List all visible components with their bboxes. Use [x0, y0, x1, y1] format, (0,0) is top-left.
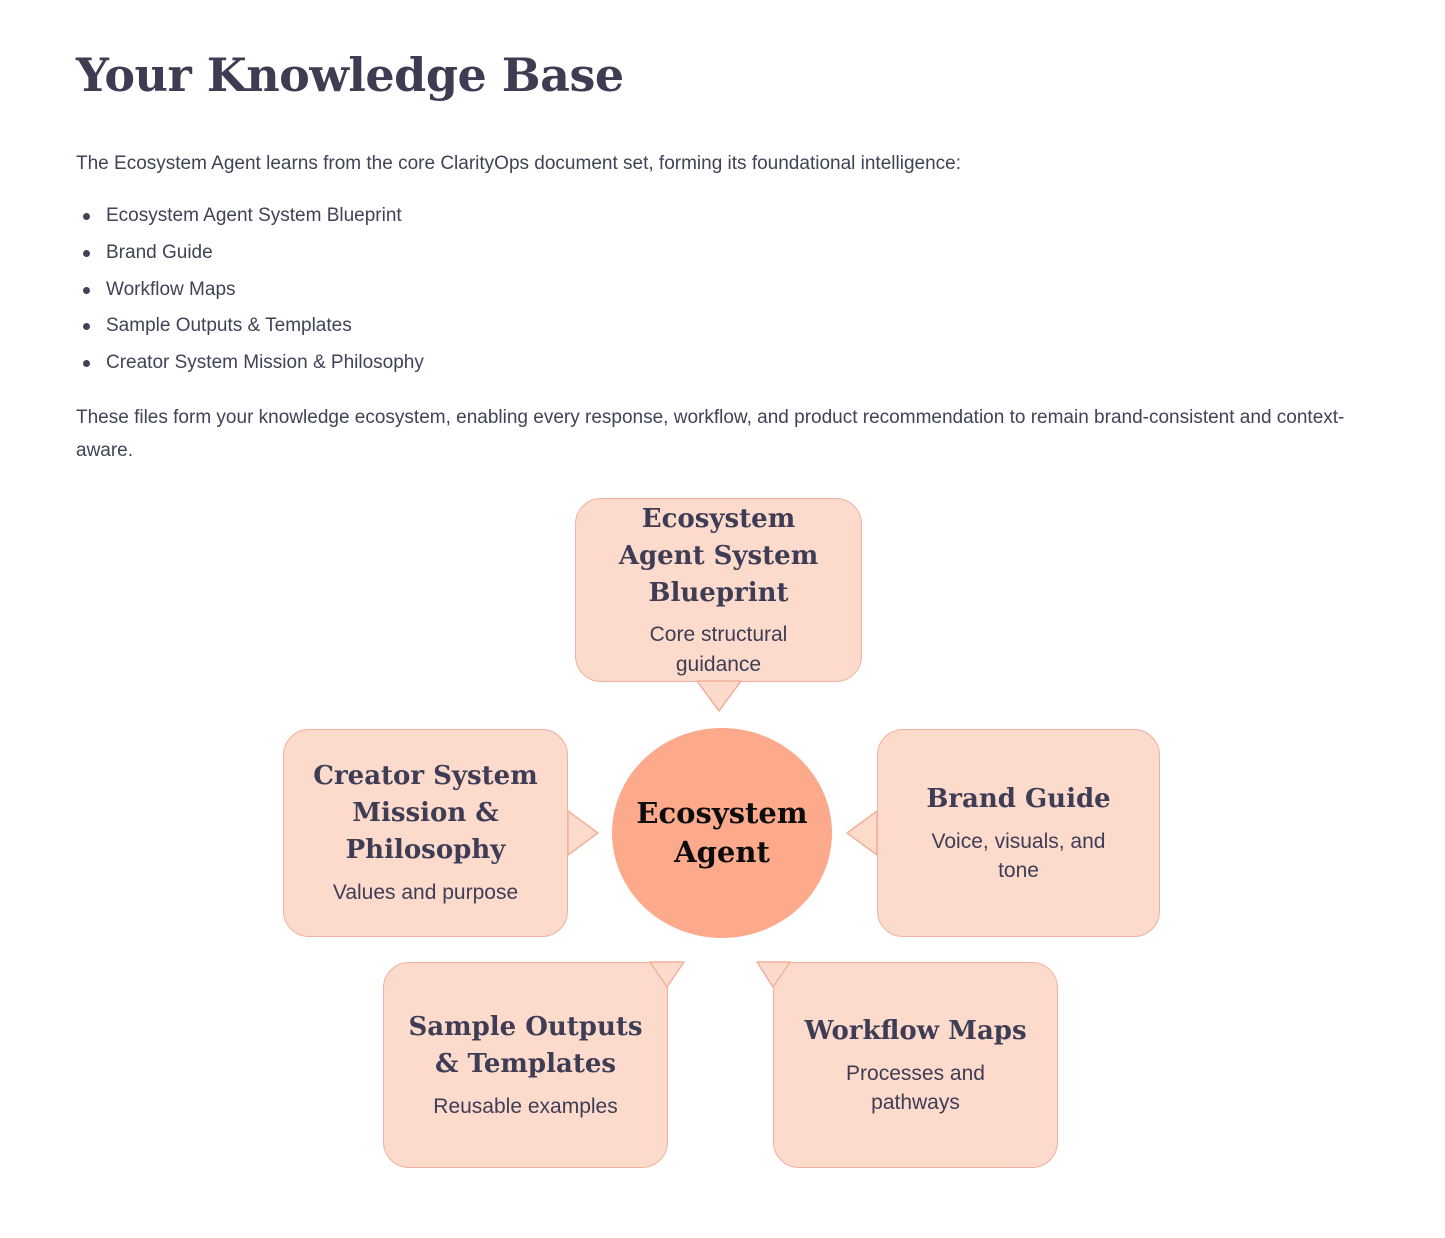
page-title: Your Knowledge Base: [76, 48, 624, 102]
pointer-blueprint: [696, 680, 742, 712]
document-body: Your Knowledge Base The Ecosystem Agent …: [76, 48, 1356, 468]
node-blueprint-title: Ecosystem Agent System Blueprint: [618, 503, 819, 608]
pointer-creator: [567, 810, 599, 856]
ecosystem-agent-node: Ecosystem Agent: [612, 728, 832, 938]
node-creator: Creator System Mission & Philosophy Valu…: [283, 729, 568, 937]
node-workflow-subtitle: Processes and pathways: [846, 1061, 985, 1114]
node-samples: Sample Outputs & Templates Reusable exam…: [383, 962, 668, 1168]
pointer-workflow: [756, 961, 791, 988]
pointer-samples: [649, 961, 685, 988]
node-blueprint-subtitle: Core structural guidance: [649, 623, 788, 676]
knowledge-source-list: Ecosystem Agent System Blueprint Brand G…: [76, 205, 1356, 374]
list-item: Brand Guide: [76, 242, 1356, 264]
node-creator-subtitle: Values and purpose: [332, 881, 519, 905]
node-brand: Brand Guide Voice, visuals, and tone: [877, 729, 1160, 937]
node-creator-title: Creator System Mission & Philosophy: [313, 761, 538, 866]
pointer-brand: [846, 810, 878, 856]
list-item: Sample Outputs & Templates: [76, 316, 1356, 337]
ecosystem-agent-label: Ecosystem Agent: [636, 795, 808, 869]
node-workflow-title: Workflow Maps: [804, 1015, 1027, 1046]
node-workflow: Workflow Maps Processes and pathways: [773, 962, 1058, 1168]
outro-paragraph: These files form your knowledge ecosyste…: [76, 407, 1345, 462]
list-item: Creator System Mission & Philosophy: [76, 352, 1356, 374]
list-item: Workflow Maps: [76, 279, 1356, 301]
intro-paragraph: The Ecosystem Agent learns from the core…: [76, 153, 961, 175]
node-samples-subtitle: Reusable examples: [433, 1094, 618, 1118]
list-item: Ecosystem Agent System Blueprint: [76, 205, 1356, 227]
node-brand-title: Brand Guide: [926, 783, 1111, 814]
node-brand-subtitle: Voice, visuals, and tone: [931, 829, 1106, 882]
node-blueprint: Ecosystem Agent System Blueprint Core st…: [575, 498, 862, 682]
node-samples-title: Sample Outputs & Templates: [408, 1011, 643, 1079]
